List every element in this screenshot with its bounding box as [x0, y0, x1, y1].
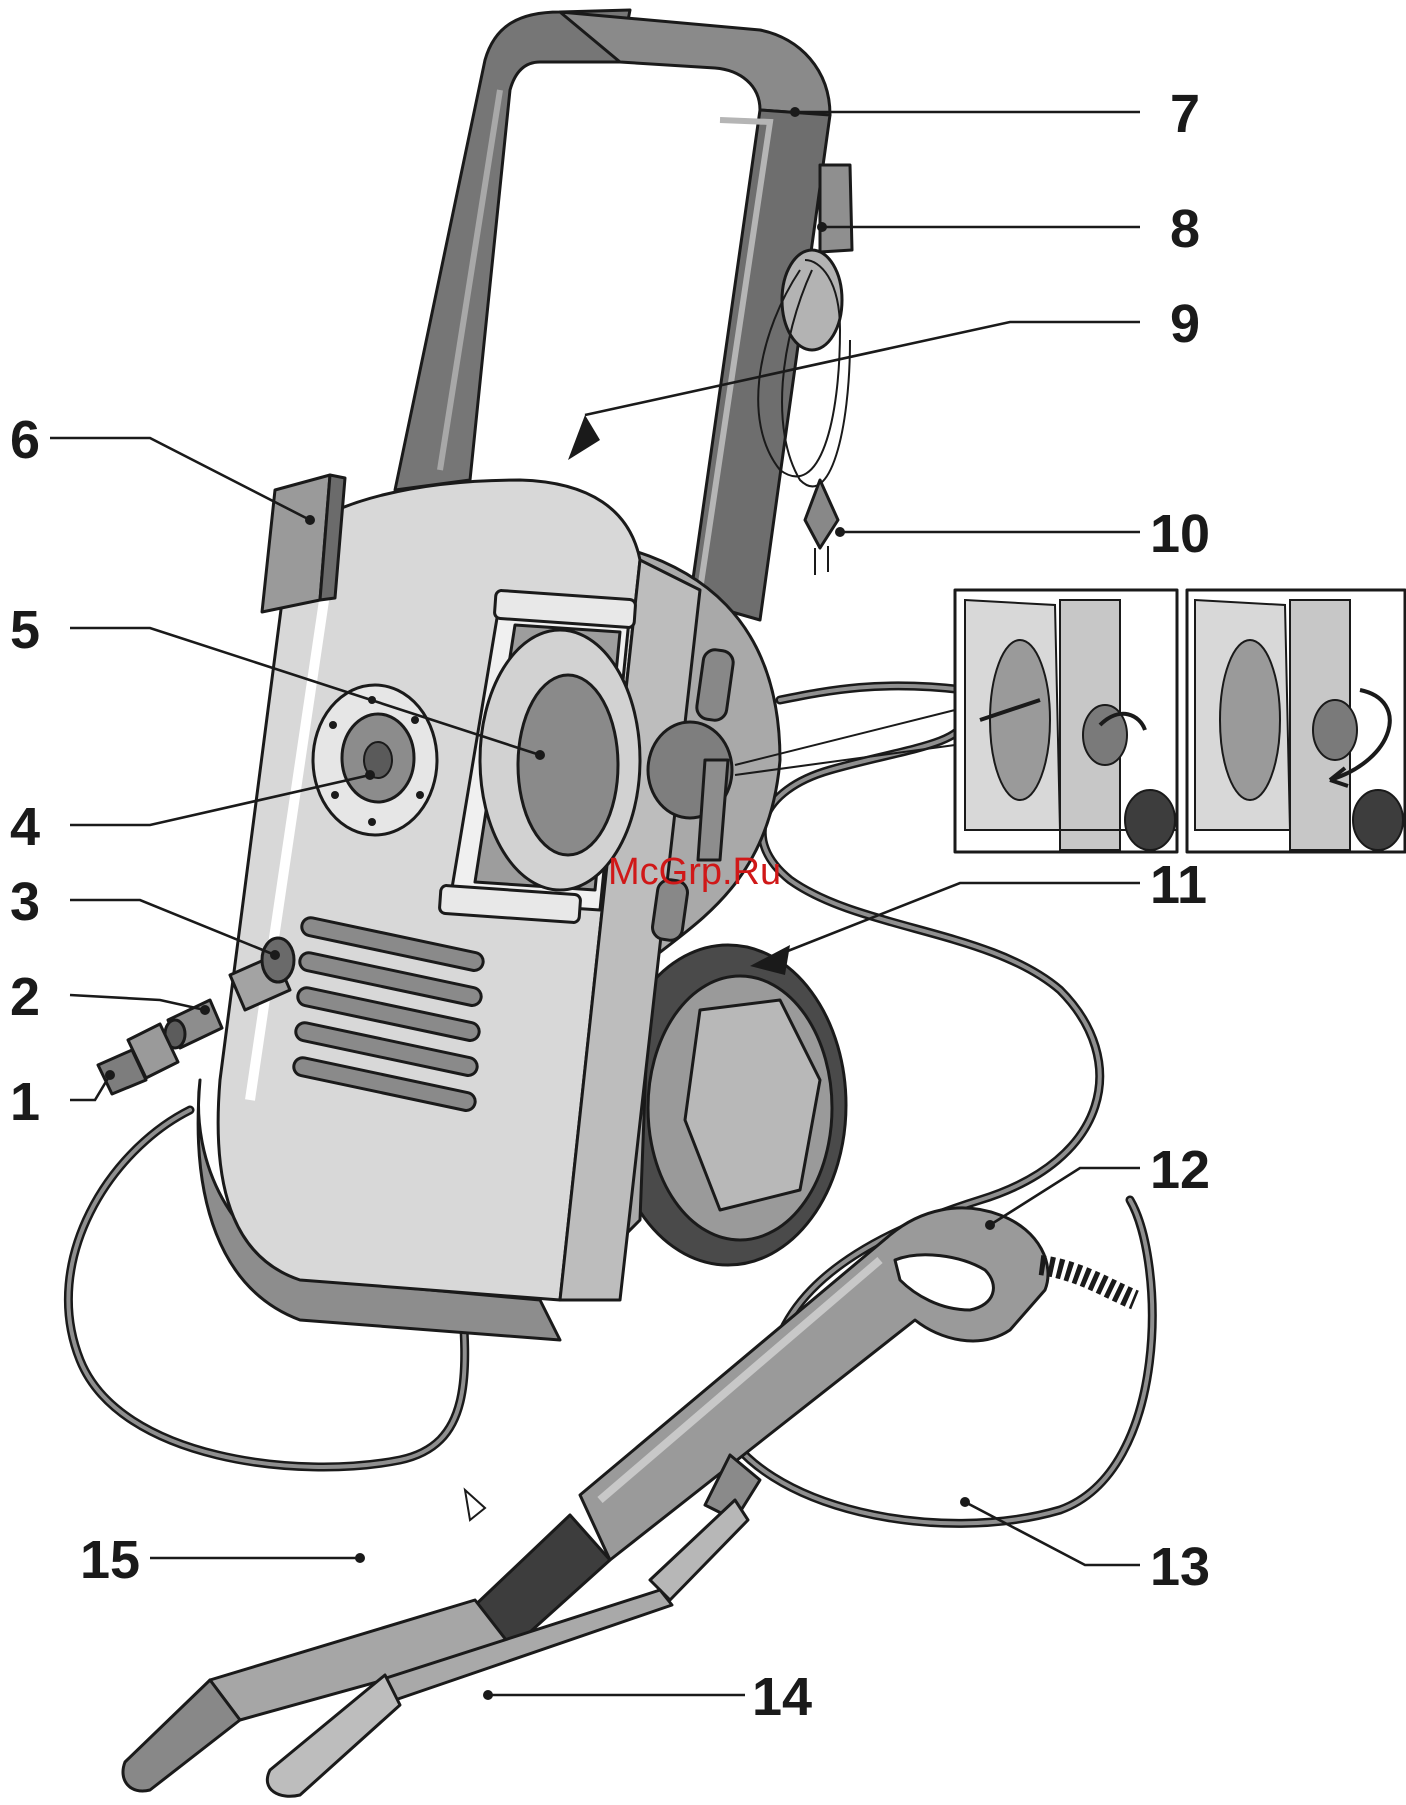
accessory-holder — [262, 475, 345, 612]
callout-10: 10 — [1150, 504, 1210, 564]
arrow-head — [568, 415, 600, 460]
callout-3: 3 — [10, 872, 40, 932]
callout-6: 6 — [10, 410, 40, 470]
callout-8: 8 — [1170, 199, 1200, 259]
callout-5: 5 — [10, 600, 40, 660]
callout-15: 15 — [80, 1530, 140, 1590]
pressure-dial — [313, 685, 437, 835]
callout-7: 7 — [1170, 84, 1200, 144]
inset-hose-reel-unlock — [955, 590, 1177, 852]
callout-1: 1 — [10, 1072, 40, 1132]
callout-12: 12 — [1150, 1140, 1210, 1200]
callout-2: 2 — [10, 967, 40, 1027]
callout-4: 4 — [10, 797, 40, 857]
callout-14: 14 — [752, 1667, 812, 1727]
inset-hose-reel-wind — [1187, 590, 1405, 852]
hose-coupling — [98, 1024, 178, 1094]
callout-9: 9 — [1170, 294, 1200, 354]
watermark-text: McGrp.Ru — [608, 851, 781, 893]
callout-13: 13 — [1150, 1537, 1210, 1597]
callout-11: 11 — [1150, 855, 1207, 915]
